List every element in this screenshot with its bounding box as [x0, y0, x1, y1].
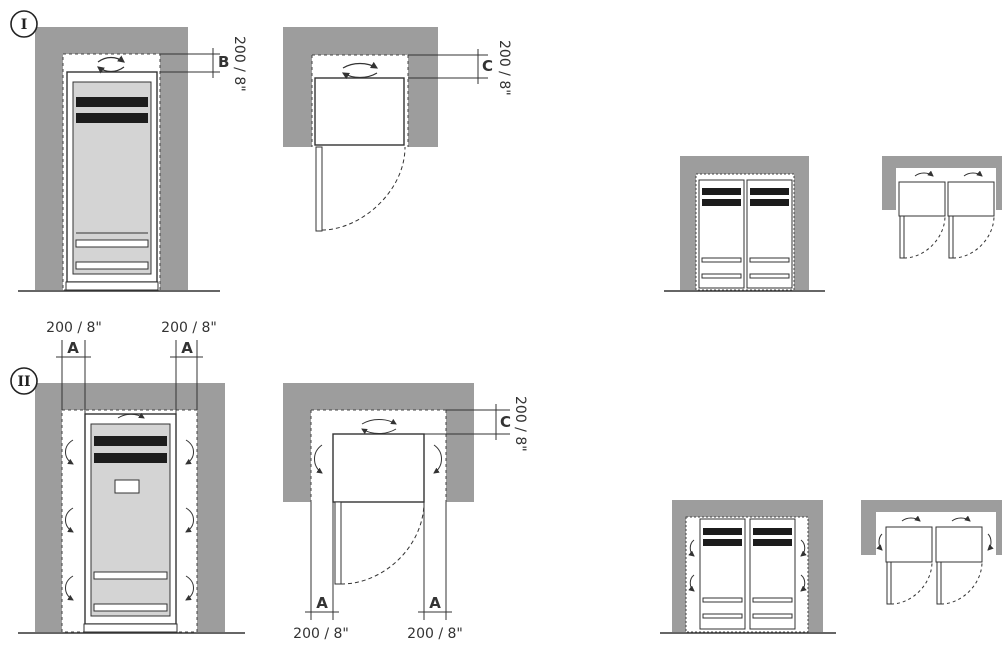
dimension-b: B 200 / 8" — [160, 36, 247, 92]
dimension-a-right-plan: A 200 / 8" — [407, 502, 463, 642]
dimension-c-ii: C 200 / 8" — [424, 396, 528, 452]
wall-niche-i-top — [283, 27, 438, 147]
dim-a-right-value: 200 / 8" — [161, 320, 217, 336]
double-unit-plan-top — [882, 156, 1002, 259]
plan-dim-a-right-value: 200 / 8" — [407, 626, 463, 642]
letter-c-i: C — [482, 57, 493, 75]
dim-c-i-value: 200 / 8" — [496, 40, 512, 96]
fridge-top-ii — [332, 433, 425, 503]
dim-a-left-value: 200 / 8" — [46, 320, 102, 336]
svg-text:I: I — [21, 17, 28, 33]
wall-niche-i-front — [35, 27, 188, 290]
dimension-a-left-ii: A 200 / 8" — [46, 320, 102, 414]
letter-a-right: A — [181, 339, 193, 357]
clearance-zone-i-front — [62, 53, 161, 291]
section-ii-front-view: A 200 / 8" A 200 / 8" II — [10, 320, 245, 634]
plan-dim-a-left-value: 200 / 8" — [293, 626, 349, 642]
plan-letter-a-right: A — [429, 594, 441, 612]
fridge-front-i — [65, 71, 159, 291]
door-open-ii — [334, 501, 342, 585]
section-i-top-view: C 200 / 8" — [283, 27, 512, 232]
airflow-arrow-top-i-front — [97, 55, 125, 63]
door-open-i — [315, 146, 323, 232]
dimension-a-left-plan: A 200 / 8" — [293, 502, 349, 642]
plan-letter-a-left: A — [316, 594, 328, 612]
fridge-front-ii — [83, 413, 178, 633]
badge-ii: II — [10, 367, 38, 395]
fridge-top-i — [314, 77, 405, 146]
letter-a-left: A — [67, 339, 79, 357]
wall-niche-ii-front — [35, 383, 225, 632]
double-unit-front-bottom — [660, 500, 836, 634]
svg-text:II: II — [17, 374, 30, 390]
section-i-front-view: B 200 / 8" I — [10, 10, 247, 292]
dimension-c-i: C 200 / 8" — [408, 40, 512, 96]
letter-b: B — [218, 53, 229, 71]
wall-niche-ii-top — [283, 383, 474, 502]
dimension-a-right-ii: A 200 / 8" — [161, 320, 217, 414]
clearance-zone-ii-front — [61, 409, 198, 633]
section-ii-top-view: C 200 / 8" A 200 / 8" A 200 / 8" — [283, 383, 528, 642]
letter-c-ii: C — [500, 413, 511, 431]
dim-b-value: 200 / 8" — [231, 36, 247, 92]
double-unit-front-top — [664, 156, 825, 292]
badge-i: I — [10, 10, 38, 38]
dim-c-ii-value: 200 / 8" — [512, 396, 528, 452]
double-unit-plan-bottom — [861, 500, 1002, 605]
